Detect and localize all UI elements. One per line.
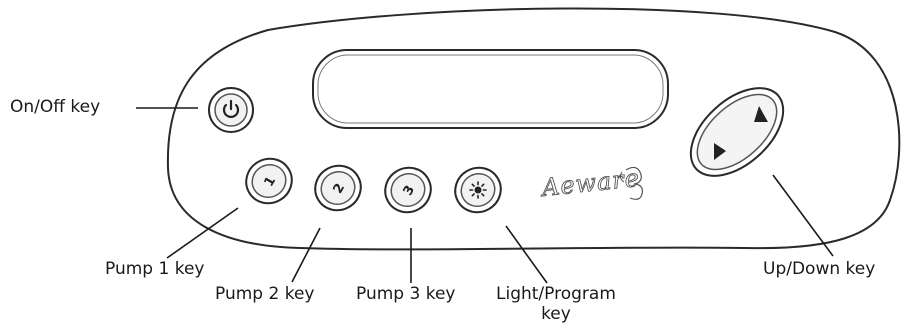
triangle-down-icon[interactable] xyxy=(714,143,726,160)
pump2-key[interactable]: 2 xyxy=(307,157,369,218)
leader-light xyxy=(505,225,548,284)
sun-icon xyxy=(469,181,487,199)
on-off-key-label: On/Off key xyxy=(10,97,101,117)
pump2-key-label: Pump 2 key xyxy=(215,284,315,304)
display-window-inner xyxy=(317,54,664,124)
leader-pump1 xyxy=(166,207,239,259)
light-program-label-line2: key xyxy=(541,304,571,324)
light-program-key[interactable] xyxy=(447,159,509,220)
on-off-key[interactable] xyxy=(208,87,254,133)
up-down-key-label: Up/Down key xyxy=(763,259,876,279)
pump1-key[interactable]: 1 xyxy=(238,150,300,211)
leader-up-down xyxy=(772,174,834,257)
light-program-label-line1: Light/Program xyxy=(496,284,616,304)
display-window xyxy=(312,49,669,129)
pump3-key-label: Pump 3 key xyxy=(356,284,456,304)
leader-pump2 xyxy=(291,227,321,283)
light-program-key-label: Light/Program key xyxy=(496,284,616,324)
power-icon xyxy=(222,99,240,118)
pump1-key-label: Pump 1 key xyxy=(105,259,205,279)
pump3-key[interactable]: 3 xyxy=(377,159,439,220)
triangle-up-icon[interactable] xyxy=(754,106,768,122)
up-down-key[interactable] xyxy=(675,71,800,192)
